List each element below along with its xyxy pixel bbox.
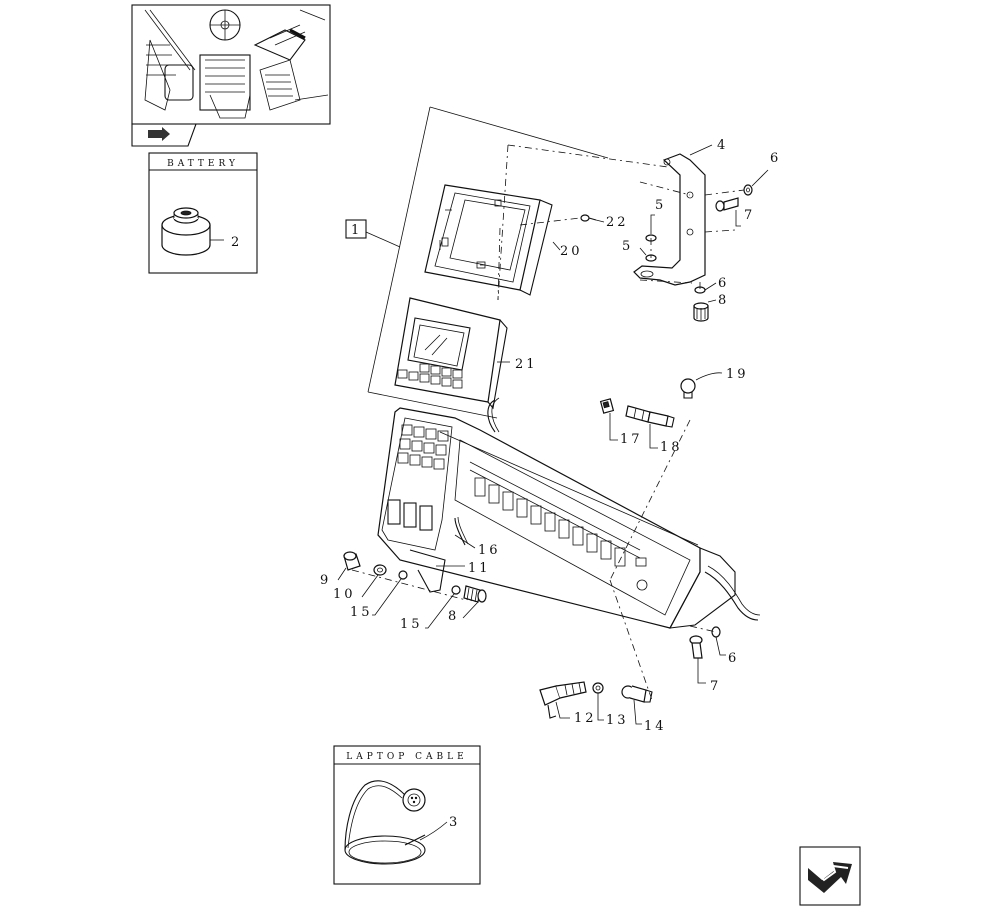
callout-15a: 15 — [350, 605, 373, 620]
washer-6-bottom — [711, 626, 721, 638]
callout-22: 22 — [606, 215, 629, 230]
callout-10: 10 — [333, 587, 356, 602]
callout-3: 3 — [449, 815, 460, 830]
callout-19: 19 — [726, 367, 749, 382]
bolt-7-lower — [689, 635, 703, 659]
knob-8-upper — [693, 302, 709, 322]
bulb-19 — [680, 378, 696, 399]
callout-4: 4 — [717, 138, 728, 153]
console-switch-row — [469, 461, 641, 567]
washer-15-b — [451, 585, 461, 595]
thumbnail-tab — [131, 123, 197, 147]
next-page-button[interactable] — [799, 846, 861, 906]
laptop-cable-title: LAPTOP CABLE — [346, 752, 467, 762]
nut-10 — [373, 564, 387, 576]
callout-9: 9 — [320, 573, 331, 588]
callout-17: 17 — [620, 432, 643, 447]
display-monitor — [394, 297, 508, 410]
callout-20: 20 — [560, 244, 583, 259]
nut-13 — [592, 682, 604, 694]
main-control-console — [377, 407, 736, 629]
washer-15-a — [398, 570, 408, 580]
screw-22 — [580, 214, 597, 222]
callout-5a: 5 — [655, 198, 666, 213]
knob-9 — [343, 551, 361, 571]
callout-14: 14 — [644, 719, 667, 734]
bolt-8-lower — [463, 585, 487, 603]
console-rockers-left — [387, 499, 433, 531]
battery-part — [161, 207, 211, 256]
laptop-cable-part — [344, 780, 426, 865]
socket-17 — [599, 398, 615, 414]
ignition-key-12 — [539, 681, 587, 719]
battery-inset: BATTERY 2 — [148, 152, 258, 274]
callout-16: 16 — [478, 543, 501, 558]
monitor-keypad — [397, 363, 463, 389]
callout-6a: 6 — [770, 151, 781, 166]
laptop-cable-inset: LAPTOP CABLE 3 — [333, 745, 481, 885]
forward-arrow-icon — [808, 862, 852, 893]
callout-6c: 6 — [728, 651, 739, 666]
mounting-bracket — [633, 153, 706, 286]
callout-21: 21 — [515, 357, 538, 372]
bolt-7-upper — [715, 197, 739, 212]
callout-11: 11 — [468, 561, 491, 576]
callout-7a: 7 — [744, 208, 755, 223]
callout-1: 1 — [351, 223, 362, 238]
washer-6-upper — [743, 184, 753, 196]
assembly-lines — [351, 144, 745, 701]
assembly-group-frame: 1 — [345, 106, 609, 419]
callout-15b: 15 — [400, 617, 423, 632]
callout-8a: 8 — [718, 293, 729, 308]
callout-7b: 7 — [710, 679, 721, 694]
cab-location-thumbnail — [131, 4, 331, 125]
battery-title: BATTERY — [167, 159, 239, 169]
console-connector-bracket — [409, 549, 446, 593]
callout-13: 13 — [606, 713, 629, 728]
callout-5b: 5 — [622, 239, 633, 254]
callout-2: 2 — [231, 235, 242, 250]
lamp-holder-18 — [625, 405, 675, 428]
monitor-housing — [424, 184, 553, 296]
console-keypad — [397, 424, 449, 470]
callout-8b: 8 — [448, 609, 459, 624]
callout-6b: 6 — [718, 276, 729, 291]
callout-18: 18 — [660, 440, 683, 455]
switch-14 — [621, 685, 653, 703]
callout-12: 12 — [574, 711, 597, 726]
